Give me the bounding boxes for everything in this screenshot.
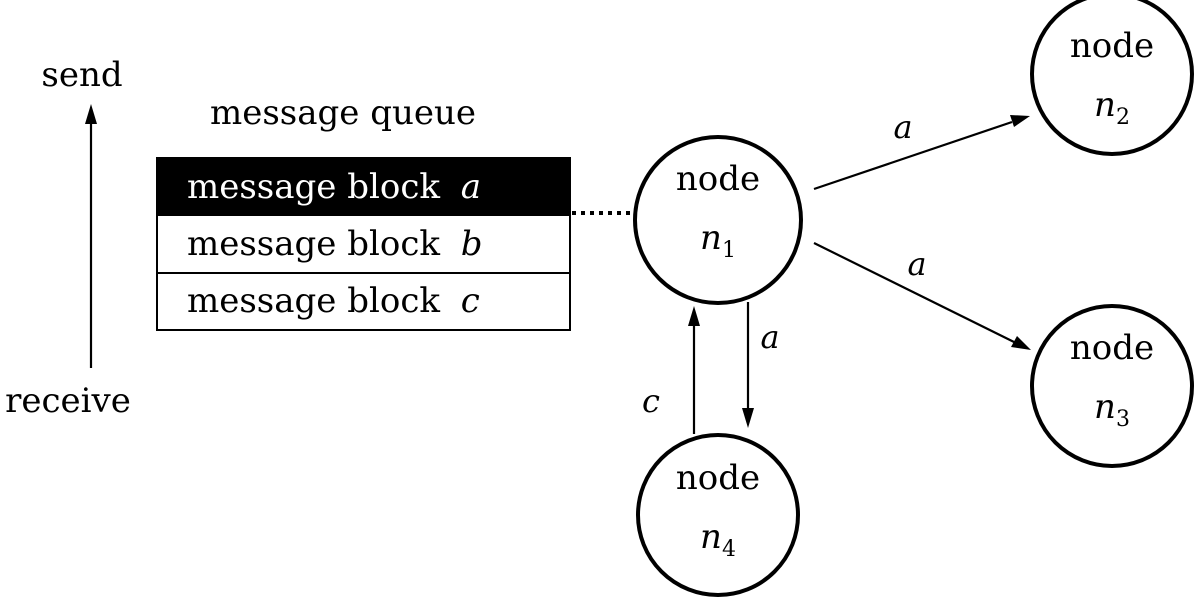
edges: a a a c (642, 108, 1031, 434)
send-label: send (41, 55, 122, 95)
queue-block-b (156, 214, 571, 274)
queue-block-a-id: a (461, 167, 481, 207)
node-n2: node n2 (1030, 0, 1194, 156)
edge-n1-n2-arrow (1010, 115, 1030, 127)
edge-n1-n2 (813, 120, 1013, 191)
node-n3-var: n (1094, 387, 1116, 427)
edge-n1-n2-label: a (893, 108, 912, 146)
queue-block-b-id: b (461, 224, 483, 264)
node-n3-sub: 3 (1116, 407, 1130, 432)
node-n3: node n3 (1030, 304, 1194, 468)
node-n1: node n1 (633, 135, 803, 305)
edge-n1-n3-label: a (907, 245, 926, 283)
queue-block-b-label: message block b (187, 224, 483, 264)
node-n4-var: n (700, 517, 722, 557)
node-n4-symbol: n4 (700, 517, 736, 562)
node-n3-circle (1030, 304, 1194, 468)
message-queue: message queue message block a message bl… (156, 93, 571, 331)
node-n4: node n4 (636, 433, 800, 597)
node-n4-word: node (676, 458, 760, 498)
node-n2-word: node (1070, 26, 1154, 66)
node-n3-word: node (1070, 328, 1154, 368)
edge-n1-n4-label: a (760, 318, 779, 356)
queue-block-b-prefix: message block (187, 224, 440, 264)
node-n3-symbol: n3 (1094, 387, 1130, 432)
node-n4-sub: 4 (722, 537, 736, 562)
queue-title: message queue (210, 93, 476, 133)
node-n1-symbol: n1 (700, 218, 736, 263)
queue-block-c (156, 272, 571, 331)
node-n2-circle (1030, 0, 1194, 156)
queue-block-c-id: c (461, 281, 480, 321)
node-n1-circle (633, 135, 803, 305)
queue-block-c-label: message block c (187, 281, 480, 321)
node-n4-circle (636, 433, 800, 597)
send-arrow-head (85, 104, 97, 124)
receive-label: receive (5, 381, 131, 421)
edge-n1-n3-arrow (1011, 336, 1031, 350)
send-receive-axis: send receive (5, 55, 131, 421)
node-n1-word: node (676, 159, 760, 199)
node-n2-sub: 2 (1116, 105, 1130, 130)
node-n1-var: n (700, 218, 722, 258)
edge-n4-n1-label: c (642, 382, 660, 420)
node-n1-sub: 1 (722, 238, 736, 263)
edge-n4-n1-arrow (688, 306, 700, 326)
edge-n1-n3 (813, 242, 1015, 343)
node-n2-symbol: n2 (1094, 85, 1130, 130)
node-n2-var: n (1094, 85, 1116, 125)
edge-n1-n4-arrow (742, 408, 754, 428)
queue-block-a-prefix: message block (187, 167, 440, 207)
queue-block-c-prefix: message block (187, 281, 440, 321)
queue-block-a-label: message block a (187, 167, 481, 207)
